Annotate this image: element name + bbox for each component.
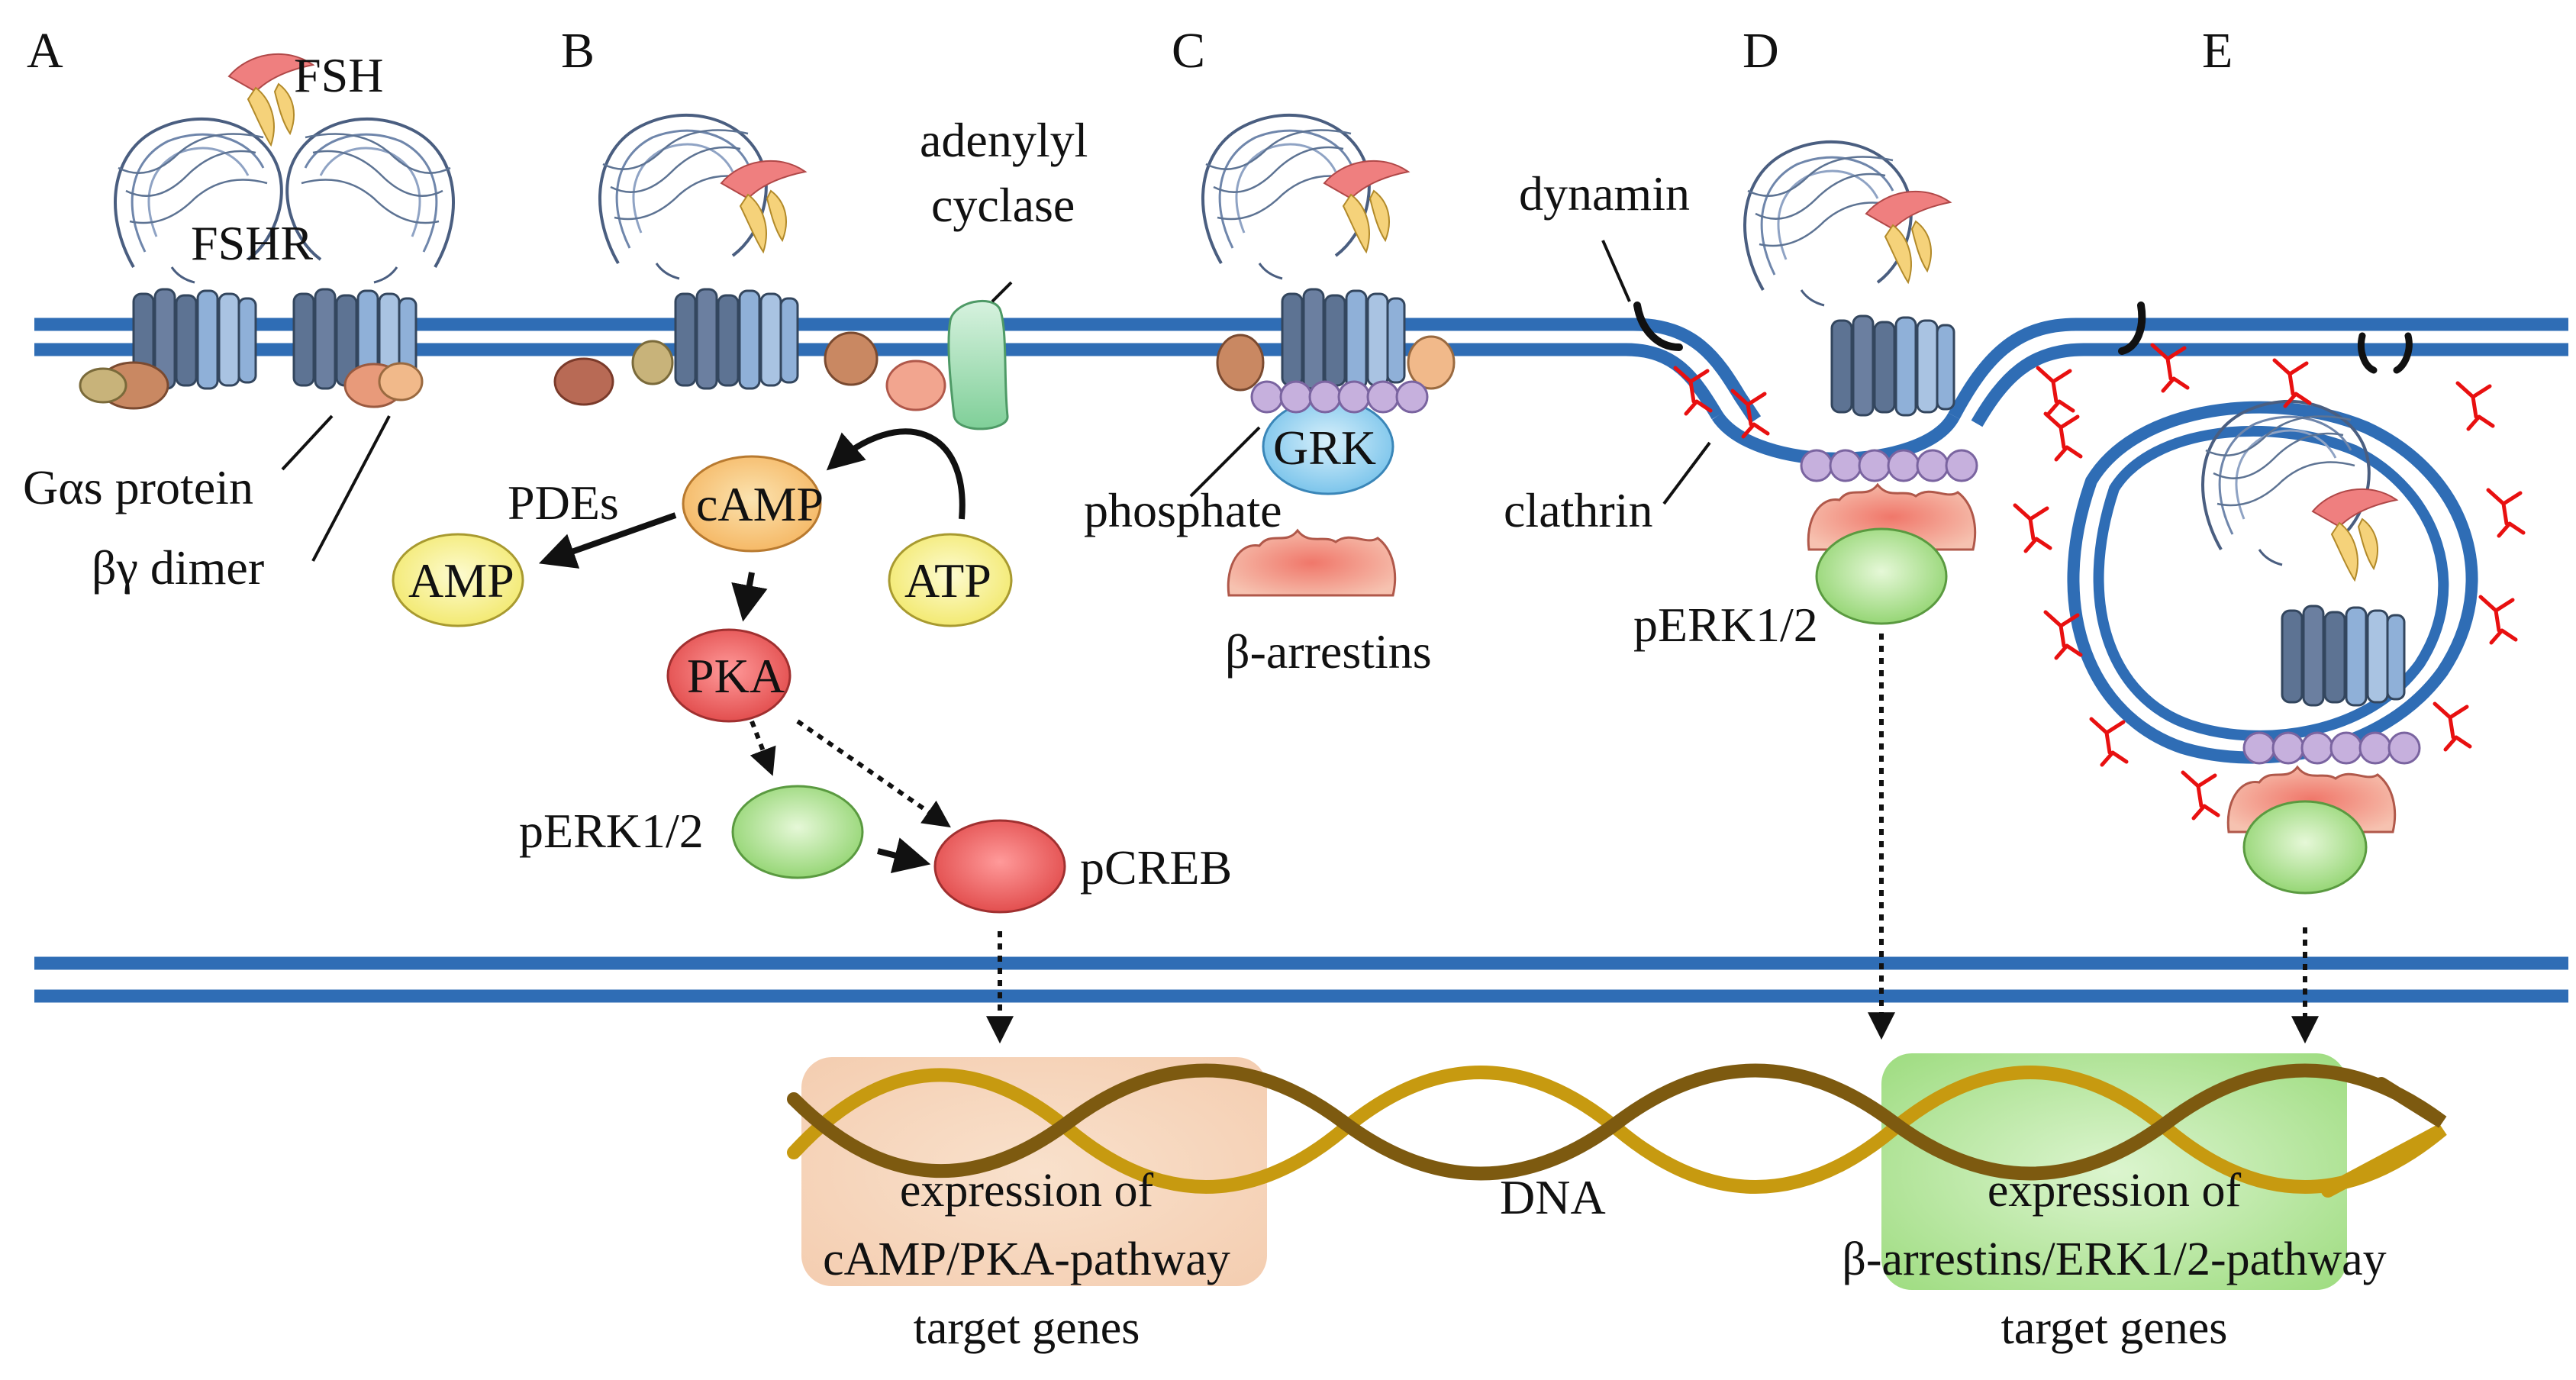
panel-d [1601, 140, 2146, 1040]
label-bg-dimer: βγ dimer [92, 540, 264, 595]
dna-helix [787, 1063, 2447, 1198]
arrestin-pathway-highlight [1881, 1053, 2347, 1290]
panel-e [2015, 332, 2523, 1044]
panel-c [1189, 113, 1456, 597]
pcreb-node [933, 819, 1066, 914]
expr-left-line3: target genes [914, 1302, 1140, 1354]
label-camp: cAMP [696, 477, 824, 531]
label-cyclase: cyclase [931, 178, 1075, 232]
expr-left-line1: expression of [900, 1165, 1154, 1217]
label-pdes: PDEs [508, 476, 619, 530]
perk-node-e [2242, 800, 2368, 895]
endocytic-vesicle [2067, 401, 2478, 764]
dynamin-collar-right [2118, 301, 2146, 355]
label-pka: PKA [687, 649, 785, 703]
label-barrestins: β-arrestins [1225, 624, 1432, 679]
label-atp: ATP [904, 553, 991, 608]
label-pcreb: pCREB [1080, 840, 1232, 895]
label-amp: AMP [408, 553, 514, 608]
label-fshr: FSHR [191, 216, 313, 270]
perk-node-b [731, 785, 864, 879]
dynamin-collar-left [1633, 301, 1683, 351]
label-gas-protein: Gαs protein [23, 460, 253, 514]
expr-right-line1: expression of [1988, 1165, 2242, 1217]
label-fsh: FSH [294, 48, 383, 102]
label-perk-b: pERK1/2 [519, 804, 704, 858]
atp-node [888, 533, 1013, 627]
expr-left-line2: cAMP/PKA-pathway [823, 1233, 1230, 1285]
barrestin-shape [1227, 529, 1397, 597]
panel-label-c: C [1172, 23, 1205, 79]
panel-label-a: A [27, 23, 63, 79]
label-perk-d: pERK1/2 [1633, 598, 1818, 652]
panel-a [79, 53, 455, 562]
panel-label-e: E [2202, 23, 2233, 79]
panel-label-b: B [561, 23, 595, 79]
camp-node [682, 455, 822, 553]
label-clathrin: clathrin [1504, 483, 1652, 537]
label-adenylyl: adenylyl [920, 113, 1088, 167]
amp-node [392, 533, 524, 627]
adenylyl-cyclase-shape [947, 299, 1009, 430]
cAMP-pathway-highlight [801, 1057, 1267, 1286]
label-dynamin: dynamin [1519, 166, 1690, 221]
panel-label-d: D [1743, 23, 1779, 79]
pka-node [666, 628, 791, 723]
dynamin-collar-vesicle [2358, 332, 2413, 374]
label-dna: DNA [1500, 1170, 1606, 1224]
label-phosphate: phosphate [1084, 483, 1282, 537]
expr-right-line2: β-arrestins/ERK1/2-pathway [1842, 1233, 2386, 1285]
panel-b [392, 113, 1066, 1044]
expr-right-line3: target genes [2001, 1302, 2228, 1354]
perk-node-d [1815, 527, 1948, 625]
label-grk: GRK [1273, 421, 1376, 475]
nuclear-membrane [34, 956, 2568, 1003]
